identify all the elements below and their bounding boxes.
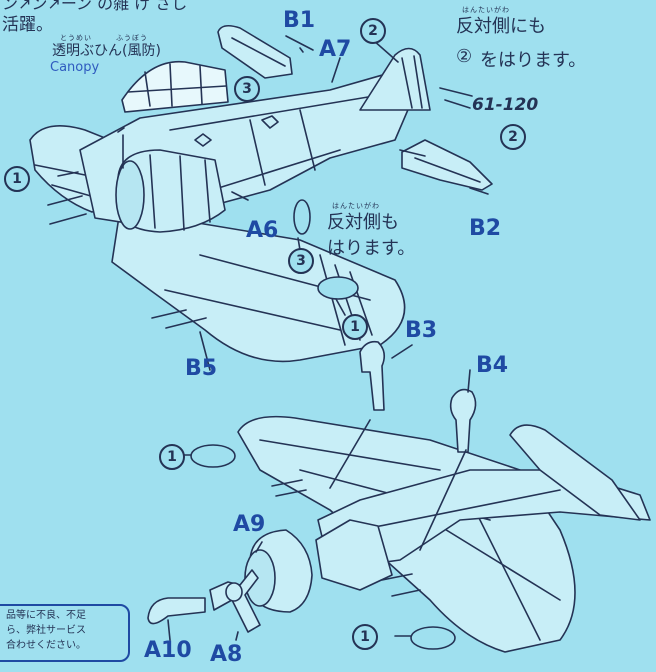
part-label-a10: A10 <box>144 638 192 663</box>
part-label-a6: A6 <box>246 218 279 243</box>
part-label-a7: A7 <box>319 37 352 62</box>
part-label-b1: B1 <box>283 8 316 33</box>
decal-1-shape-upper <box>317 276 359 300</box>
circled-number-1-wing: 1 <box>4 166 30 192</box>
note-2-ruby: はんたいがわ <box>462 6 510 14</box>
vertical-tail <box>359 47 431 111</box>
note-2-line-1: 反対側にも <box>456 16 546 37</box>
part-label-b3: B3 <box>405 318 438 343</box>
decal-1-shape-bottom <box>410 626 456 650</box>
note-2-line-2: をはります。 <box>480 50 587 71</box>
stabilizer-part-b1 <box>217 24 293 79</box>
service-note-line-3: 合わせください。 <box>6 640 86 651</box>
circled-number-2-right: 2 <box>500 124 526 150</box>
canopy-ruby: とうめい ふうぼう <box>60 34 148 42</box>
service-note-box: 品等に不良、不足 ら、弊社サービス 合わせください。 <box>0 604 130 662</box>
circled-number-1-bottom: 1 <box>352 624 378 650</box>
circled-number-3-canopy: 3 <box>234 76 260 102</box>
lower-aircraft-tail <box>509 424 641 521</box>
header-line-2: 活躍。 <box>2 15 53 35</box>
circled-number-1-left: 1 <box>159 444 185 470</box>
part-label-a8: A8 <box>210 642 243 667</box>
part-label-a9: A9 <box>233 512 266 537</box>
canopy-label-en: Canopy <box>50 60 100 75</box>
part-label-b5: B5 <box>185 356 218 381</box>
decal-1-shape-left <box>190 444 236 468</box>
note-3-line-2: はります。 <box>327 238 416 259</box>
engine-block <box>315 519 393 591</box>
circled-number-3-side: 3 <box>288 248 314 274</box>
landing-gear-part-b4 <box>449 388 477 453</box>
spinner-part-a10 <box>147 597 206 625</box>
note-2-line-2-prefix: ② <box>456 46 473 67</box>
part-label-b4: B4 <box>476 353 509 378</box>
note-3-line-1: 反対側も <box>327 212 399 233</box>
service-note-line-1: 品等に不良、不足 <box>6 610 86 621</box>
stabilizer-part-b2 <box>401 139 493 191</box>
part-label-b2: B2 <box>469 216 502 241</box>
canopy-label-jp: 透明ぶひん(風防) <box>52 43 161 59</box>
circled-number-1-upper: 1 <box>342 314 368 340</box>
lower-wing-part-b5 <box>111 209 406 363</box>
note-3-ruby: はんたいがわ <box>332 202 380 210</box>
decal-code-label: 61-120 <box>472 95 539 115</box>
service-note-line-2: ら、弊社サービス <box>6 625 86 636</box>
decal-3-shape <box>293 199 311 235</box>
landing-gear-part-b3 <box>359 340 386 411</box>
circled-number-2-top: 2 <box>360 18 386 44</box>
header-fragment: ン↗ン↗ーン の雑 け さし <box>2 0 188 13</box>
